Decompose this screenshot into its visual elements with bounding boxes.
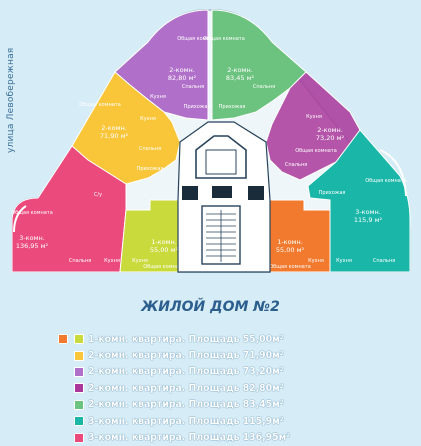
central-core	[177, 121, 271, 273]
unit-orange-area: 55,00 м²	[276, 246, 305, 254]
unit-pink-common: Общая комната	[11, 210, 53, 216]
building-title: ЖИЛОЙ ДОМ №2	[141, 299, 280, 315]
legend-swatch	[74, 416, 84, 427]
unit-green-top[interactable]: 2-комн. 83,45 м² Общая комната Прихожая …	[203, 9, 307, 121]
unit-magenta-top[interactable]: 2-комн. 82,80 м² Общая комната Спальня К…	[114, 9, 219, 121]
unit-teal-kitchen: Кухня	[336, 258, 352, 264]
legend-label: 2-комн. квартира. Площадь 83,45м²	[88, 399, 284, 411]
legend-label: 2-комн. квартира. Площадь 73,20м²	[88, 366, 284, 378]
unit-magenta-bedroom: Спальня	[182, 84, 204, 90]
unit-yellow-type: 2-комн.	[101, 124, 127, 132]
unit-lime-type: 1-комн.	[151, 238, 177, 246]
legend-label: 1-комн. квартира. Площадь 55,00м²	[88, 333, 284, 345]
unit-orange-right[interactable]: 1-комн. 55,00 м² Кухня Общая комната	[269, 199, 331, 273]
unit-teal-common: Общая комната	[365, 178, 407, 184]
stair-treads	[206, 210, 236, 262]
unit-yellow-kitchen: Кухня	[140, 116, 156, 122]
legend-item: 2-комн. квартира. Площадь 83,45м²	[58, 397, 418, 413]
unit-pink-type: 3-комн.	[19, 234, 45, 242]
unit-green-bedroom: Спальня	[253, 84, 275, 90]
lift-box	[205, 149, 237, 175]
legend-label: 3-комн. квартира. Площадь 115,9м²	[88, 415, 284, 427]
unit-teal-type: 3-комн.	[355, 208, 381, 216]
unit-lime-area: 55,00 м²	[150, 246, 179, 254]
column-left	[182, 186, 198, 200]
unit-green-type: 2-комн.	[227, 66, 253, 74]
unit-green-hall: Прихожая	[219, 104, 246, 110]
legend-item: 3-комн. квартира. Площадь 115,9м²	[58, 413, 418, 429]
unit-yellow-bedroom: Спальня	[139, 146, 161, 152]
unit-yellow-hall: Прихожая	[137, 166, 164, 172]
unit-purple-shape	[265, 71, 361, 181]
unit-magenta-common: Общая комната	[177, 36, 219, 42]
unit-pink-kitchen: Кухня	[104, 258, 120, 264]
column-center	[212, 186, 232, 198]
legend-swatch-primary	[58, 334, 68, 345]
unit-yellow-common: Общая комната	[79, 102, 121, 108]
legend-swatch	[74, 350, 84, 361]
unit-lime-kitchen: Кухня	[132, 258, 148, 264]
unit-purple-kitchen: Кухня	[306, 114, 322, 120]
unit-lime-common: Общая комната	[143, 264, 185, 270]
legend-swatch	[74, 383, 84, 394]
legend: 1-комн. квартира. Площадь 55,00м² 2-комн…	[58, 331, 418, 446]
legend-item: 3-комн. квартира. Площадь 136,95м²	[58, 429, 418, 445]
floor-plan: 2-комн. 82,80 м² Общая комната Спальня К…	[11, 9, 411, 273]
unit-purple-common: Общая комната	[295, 148, 337, 154]
unit-green-shape	[211, 9, 307, 121]
unit-purple-bedroom: Спальня	[285, 162, 307, 168]
legend-swatch	[74, 432, 84, 443]
unit-pink-shape	[11, 145, 127, 273]
lift-shaft	[195, 135, 247, 179]
unit-lime-shape	[119, 199, 179, 273]
unit-teal-area: 115,9 м²	[354, 216, 383, 224]
legend-label: 2-комн. квартира. Площадь 71,90м²	[88, 350, 284, 362]
unit-purple-right[interactable]: 2-комн. 73,20 м² Кухня Общая комната Спа…	[265, 71, 361, 181]
unit-pink-area: 136,95 м²	[16, 242, 49, 250]
unit-lime-left[interactable]: 1-комн. 55,00 м² Кухня Общая комната	[119, 199, 185, 273]
unit-magenta-area: 82,80 м²	[168, 74, 197, 82]
unit-orange-common: Общая комната	[269, 264, 311, 270]
unit-pink-bath: С/у	[94, 192, 102, 198]
legend-label: 2-комн. квартира. Площадь 82,80м²	[88, 382, 284, 394]
unit-green-area: 83,45 м²	[226, 74, 255, 82]
unit-teal-hall: Прихожая	[319, 190, 346, 196]
legend-label: 3-комн. квартира. Площадь 136,95м²	[88, 432, 291, 444]
unit-magenta-type: 2-комн.	[169, 66, 195, 74]
unit-teal-shape	[307, 129, 411, 273]
unit-yellow-area: 71,90 м²	[100, 132, 129, 140]
unit-magenta-hall: Прихожая	[184, 104, 211, 110]
unit-green-common: Общая комната	[203, 36, 245, 42]
legend-swatch	[74, 366, 84, 377]
balcony-left	[13, 205, 27, 233]
unit-pink-bedroom: Спальня	[69, 258, 91, 264]
legend-swatch	[74, 399, 84, 410]
unit-purple-area: 73,20 м²	[316, 134, 345, 142]
unit-yellow-left[interactable]: 2-комн. 71,90 м² Общая комната Кухня Спа…	[71, 71, 181, 185]
unit-pink-left[interactable]: 3-комн. 136,95 м² Общая комната Спальня …	[11, 145, 127, 273]
unit-purple-type: 2-комн.	[317, 126, 343, 134]
unit-teal-bedroom: Спальня	[373, 258, 395, 264]
legend-item: 2-комн. квартира. Площадь 71,90м²	[58, 347, 418, 363]
legend-item: 2-комн. квартира. Площадь 73,20м²	[58, 364, 418, 380]
balcony-right	[379, 149, 407, 197]
legend-item: 1-комн. квартира. Площадь 55,00м²	[58, 331, 418, 347]
unit-magenta-kitchen: Кухня	[150, 94, 166, 100]
unit-orange-kitchen: Кухня	[308, 258, 324, 264]
column-right	[248, 186, 264, 200]
legend-swatch-secondary	[74, 334, 84, 345]
legend-item: 2-комн. квартира. Площадь 82,80м²	[58, 380, 418, 396]
unit-teal-right[interactable]: 3-комн. 115,9 м² Общая комната Прихожая …	[307, 129, 411, 273]
unit-orange-type: 1-комн.	[277, 238, 303, 246]
